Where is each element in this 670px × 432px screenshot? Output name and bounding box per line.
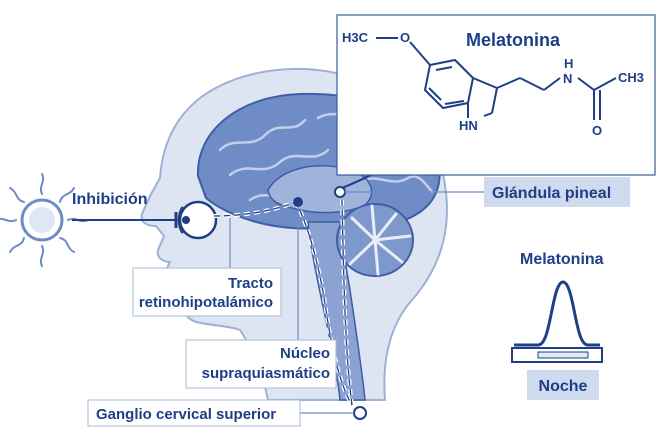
amide-n-label: N <box>563 71 572 86</box>
methyl-label: CH3 <box>618 70 644 85</box>
tract-label-box <box>132 267 282 317</box>
brain-stem <box>307 221 366 401</box>
ring-nh-label: HN <box>459 118 478 133</box>
neural-pathway-outline <box>213 199 353 406</box>
melatonin-secretion-curve <box>514 280 600 347</box>
nucleus-label-box <box>185 339 337 389</box>
amide-h-label: H <box>564 56 573 71</box>
suprachiasmatic-nucleus-dot <box>293 197 303 207</box>
cerebellum <box>336 203 414 277</box>
timeline-bar-night <box>537 351 589 359</box>
leader-lines <box>229 191 484 414</box>
night-label-box <box>527 370 599 400</box>
methoxy-label: H3C <box>342 30 369 45</box>
pineal-label: Glándula pineal <box>492 185 611 202</box>
tract-label-line1: Tracto <box>228 275 273 292</box>
curve-title: Melatonina <box>520 251 604 268</box>
carbonyl-o-label: O <box>592 123 602 138</box>
melatonin-structure <box>376 37 617 120</box>
inhibition-label: Inhibición <box>72 191 148 208</box>
ganglion-label-box <box>87 399 301 427</box>
tract-label-line2: retinohipotalámico <box>139 294 273 311</box>
ganglion-label: Ganglio cervical superior <box>96 406 276 423</box>
ganglion-node <box>353 406 367 420</box>
oxygen-label: O <box>400 30 410 45</box>
nucleus-label-line2: supraquiasmático <box>202 365 330 382</box>
eye <box>177 200 218 240</box>
night-label: Noche <box>539 378 588 395</box>
nucleus-label-line1: Núcleo <box>280 345 330 362</box>
melatonin-structure-title: Melatonina <box>466 30 561 50</box>
pineal-label-box <box>484 177 630 207</box>
sun-icon <box>0 173 89 267</box>
pineal-gland-dot <box>334 186 346 198</box>
